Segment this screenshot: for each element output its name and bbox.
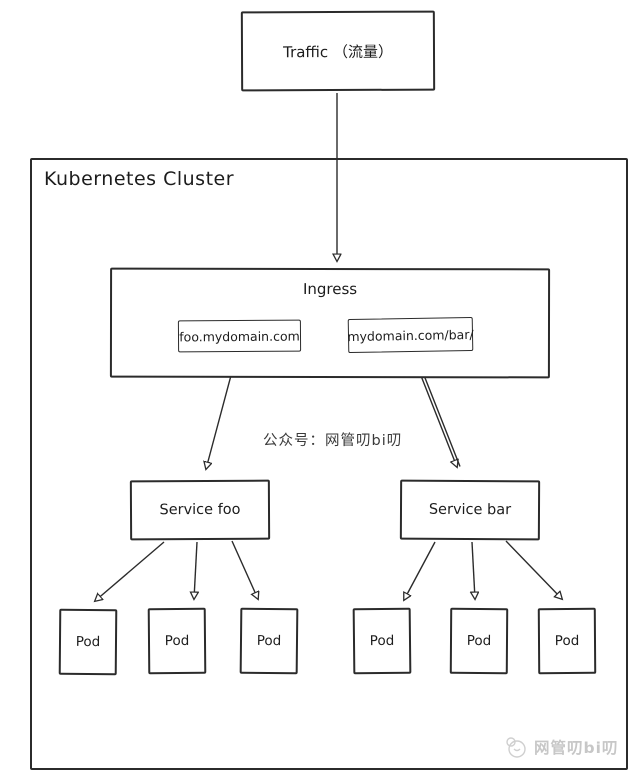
traffic-label: Traffic （流量） (283, 42, 393, 61)
ingress-node: Ingress (109, 267, 551, 379)
center-watermark: 公众号：网管叨bi叨 (263, 433, 403, 449)
pod-node: Pod (352, 607, 412, 675)
arrow-service-bar-to-pod-4 (404, 541, 436, 600)
traffic-node: Traffic （流量） (240, 10, 436, 92)
service-bar-label: Service bar (428, 501, 512, 519)
arrow-service-foo-to-pod-1 (95, 541, 165, 601)
pod-label: Pod (164, 632, 190, 650)
pod-label: Pod (256, 632, 282, 650)
arrow-service-foo-to-pod-3 (231, 540, 258, 599)
service-foo-label: Service foo (159, 501, 241, 519)
cluster-label: Kubernetes Cluster (44, 168, 235, 190)
pod-node: Pod (449, 607, 509, 675)
footer-watermark-text: 网管叨bi叨 (534, 739, 619, 757)
ingress-label: Ingress (302, 279, 358, 299)
arrow-service-bar-to-pod-5 (472, 541, 475, 599)
pod-label: Pod (466, 632, 492, 650)
ingress-rule-bar: mydomain.com/bar/ (347, 316, 474, 354)
pod-node: Pod (147, 607, 207, 675)
pod-label: Pod (369, 632, 395, 650)
pod-label: Pod (75, 633, 101, 651)
arrow-service-bar-to-pod-6 (505, 540, 562, 599)
service-bar-node: Service bar (399, 479, 541, 541)
brand-logo-icon (506, 737, 526, 758)
pod-node: Pod (58, 608, 118, 676)
arrow-service-foo-to-pod-2 (194, 541, 197, 599)
footer-watermark: 网管叨bi叨 (503, 734, 618, 760)
pod-node: Pod (537, 607, 597, 675)
service-foo-node: Service foo (129, 479, 271, 541)
kubernetes-cluster-container: Kubernetes Cluster (30, 158, 628, 770)
pod-node: Pod (239, 607, 299, 675)
ingress-rule-foo: foo.mydomain.com (177, 319, 302, 353)
ingress-rule-bar-label: mydomain.com/bar/ (347, 326, 474, 344)
ingress-rule-foo-label: foo.mydomain.com (179, 328, 300, 344)
pod-label: Pod (554, 632, 580, 650)
